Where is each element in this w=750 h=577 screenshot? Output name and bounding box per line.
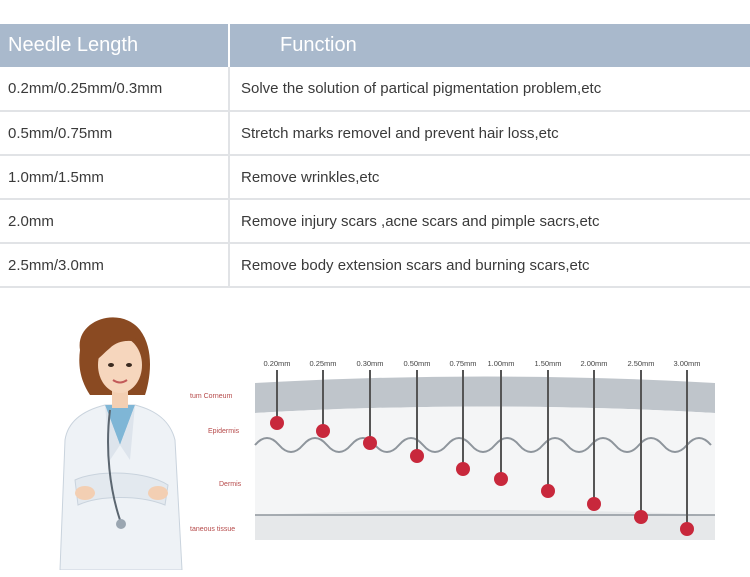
needle-tip-dot — [363, 436, 377, 450]
cell-length: 2.0mm — [0, 199, 230, 244]
table-row: 0.5mm/0.75mm Stretch marks removel and p… — [0, 111, 750, 156]
label-dermis: Dermis — [219, 481, 242, 488]
needle-tip-dot — [270, 416, 284, 430]
needle-label: 1.00mm — [487, 359, 514, 368]
needle-tip-dot — [410, 449, 424, 463]
needle-label: 0.25mm — [309, 359, 336, 368]
cell-function: Remove wrinkles,etc — [229, 155, 750, 200]
needle-label: 3.00mm — [673, 359, 700, 368]
needle-tip-dot — [634, 510, 648, 524]
cell-function: Remove body extension scars and burning … — [229, 243, 750, 288]
cell-length: 0.2mm/0.25mm/0.3mm — [0, 67, 230, 112]
table-row: 1.0mm/1.5mm Remove wrinkles,etc — [0, 155, 750, 200]
cell-length: 1.0mm/1.5mm — [0, 155, 230, 200]
table-row: 0.2mm/0.25mm/0.3mm Solve the solution of… — [0, 67, 750, 112]
skin-layer-diagram: tum Corneum Epidermis Dermis taneous tis… — [190, 359, 715, 540]
table-row: 2.0mm Remove injury scars ,acne scars an… — [0, 199, 750, 244]
table-header-row: Needle Length Function — [0, 24, 750, 67]
doctor-icon — [59, 317, 183, 570]
needle-label: 2.50mm — [627, 359, 654, 368]
needle-label: 0.75mm — [449, 359, 476, 368]
cell-length: 2.5mm/3.0mm — [0, 243, 230, 288]
needle-tip-dot — [680, 522, 694, 536]
illustration-area: tum Corneum Epidermis Dermis taneous tis… — [0, 300, 750, 577]
needle-label: 1.50mm — [534, 359, 561, 368]
cell-function: Solve the solution of partical pigmentat… — [229, 67, 750, 112]
cell-length: 0.5mm/0.75mm — [0, 111, 230, 156]
cell-function: Remove injury scars ,acne scars and pimp… — [229, 199, 750, 244]
needle-label: 0.20mm — [263, 359, 290, 368]
label-stratum-corneum: tum Corneum — [190, 393, 233, 400]
needle-label: 0.50mm — [403, 359, 430, 368]
needle-tip-dot — [456, 462, 470, 476]
cell-function: Stretch marks removel and prevent hair l… — [229, 111, 750, 156]
needle-label: 0.30mm — [356, 359, 383, 368]
header-needle-length: Needle Length — [0, 24, 230, 67]
label-epidermis: Epidermis — [208, 428, 240, 435]
needle-tip-dot — [541, 484, 555, 498]
table-row: 2.5mm/3.0mm Remove body extension scars … — [0, 243, 750, 288]
needle-tip-dot — [316, 424, 330, 438]
needle-tip-dot — [587, 497, 601, 511]
needle-length-table-container: Needle Length Function 0.2mm/0.25mm/0.3m… — [0, 24, 750, 288]
needle-label: 2.00mm — [580, 359, 607, 368]
needle-tip-dot — [494, 472, 508, 486]
needle-length-table: Needle Length Function 0.2mm/0.25mm/0.3m… — [0, 24, 750, 288]
header-function: Function — [229, 24, 750, 67]
label-subcutaneous: taneous tissue — [190, 526, 235, 533]
